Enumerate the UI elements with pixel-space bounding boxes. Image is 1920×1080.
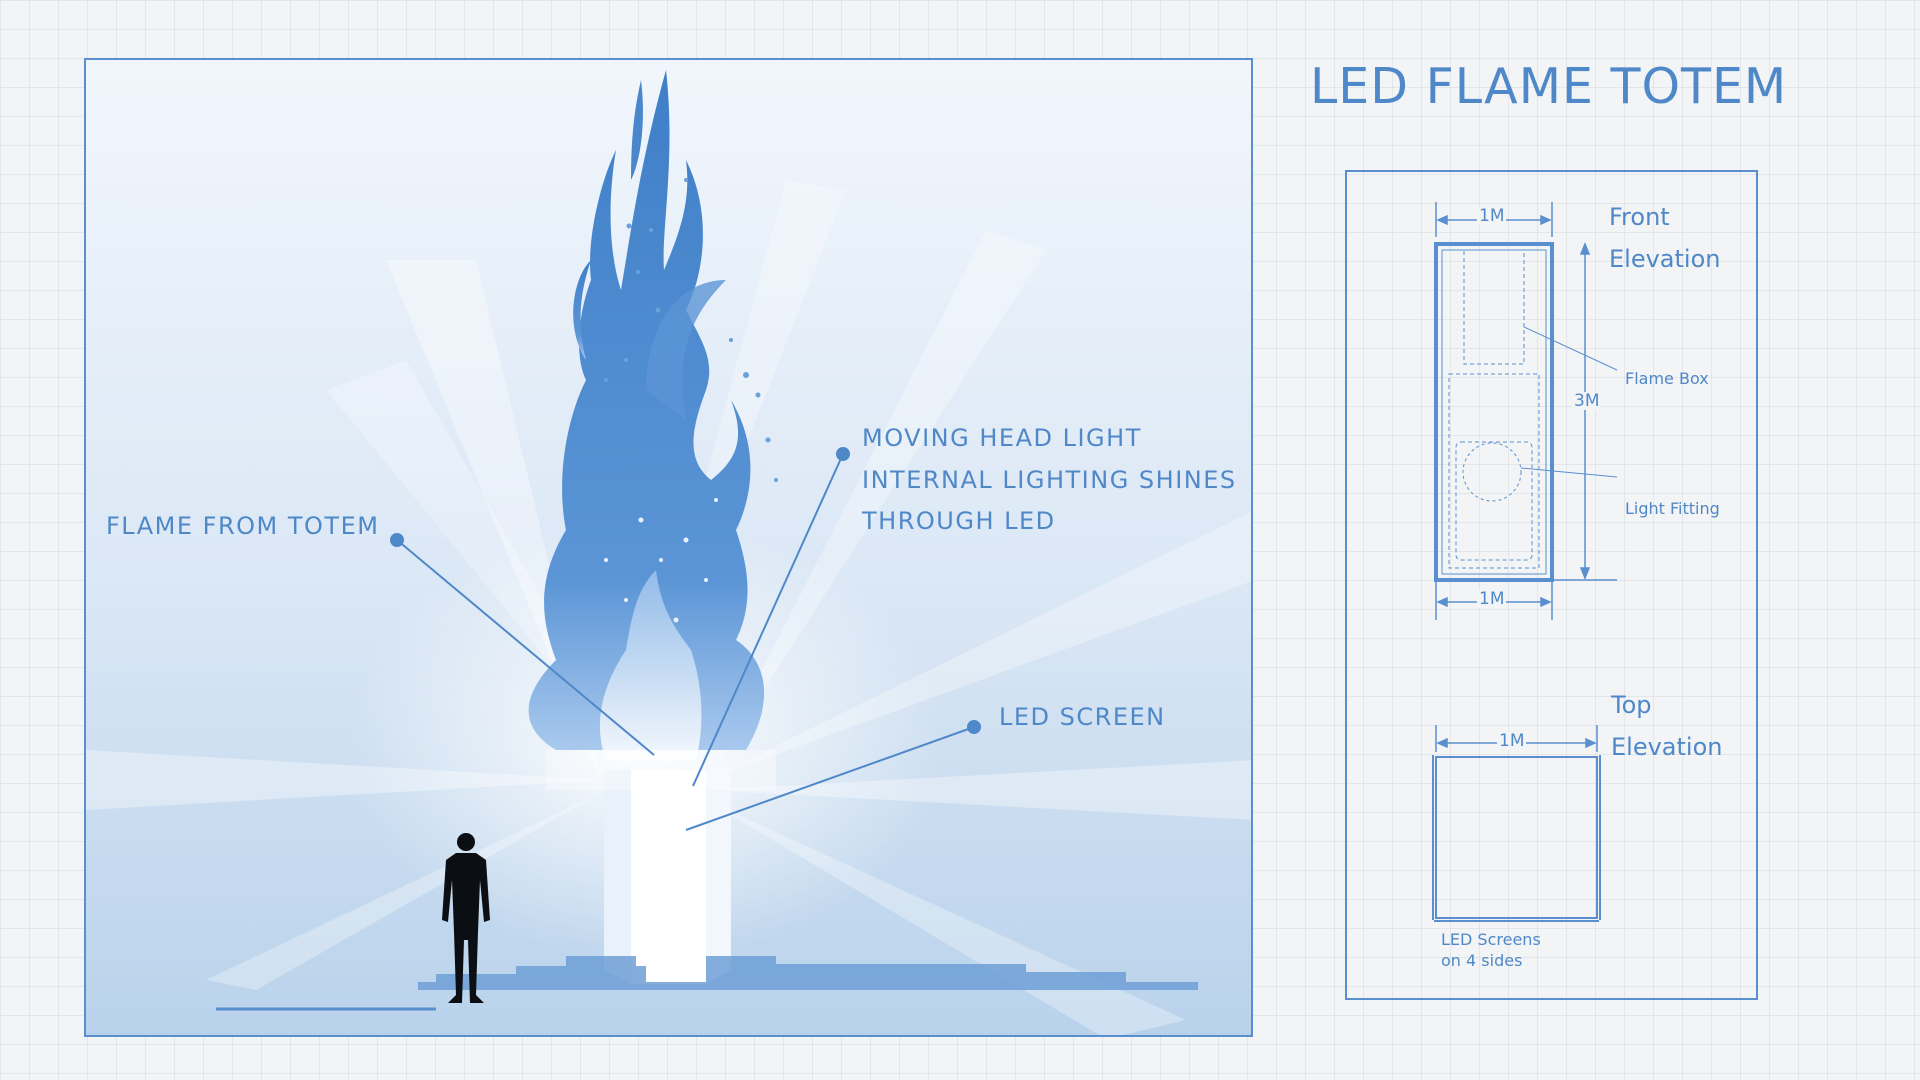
front-height-dimension bbox=[1552, 241, 1617, 581]
front-elevation-label-2: Elevation bbox=[1609, 245, 1721, 273]
front-height-label: 3M bbox=[1572, 391, 1602, 411]
human-silhouette bbox=[442, 833, 490, 1003]
front-width-bottom-label: 1M bbox=[1477, 589, 1507, 609]
callout-moving-head-light: MOVING HEAD LIGHT bbox=[862, 424, 1142, 452]
render-panel: FLAME FROM TOTEM MOVING HEAD LIGHT INTER… bbox=[84, 58, 1253, 1037]
top-elevation-label-1: Top bbox=[1611, 691, 1652, 719]
front-width-bottom-dimension bbox=[1435, 582, 1553, 620]
page-title: LED FLAME TOTEM bbox=[1310, 58, 1788, 115]
top-width-dimension bbox=[1435, 725, 1598, 752]
callout-led-screen: LED SCREEN bbox=[999, 703, 1166, 731]
callout-internal-lighting: INTERNAL LIGHTING SHINES bbox=[862, 466, 1237, 494]
callout-flame-from-totem: FLAME FROM TOTEM bbox=[106, 512, 380, 540]
stage-ground bbox=[418, 956, 1198, 990]
front-elevation-label-1: Front bbox=[1609, 203, 1670, 231]
front-elevation-totem bbox=[1434, 242, 1618, 582]
led-box bbox=[546, 750, 776, 984]
spec-panel: Front Elevation 1M 3M 1M Flame Box Light… bbox=[1345, 170, 1758, 1000]
led-screens-note-1: LED Screens bbox=[1441, 930, 1541, 949]
callout-through-led: THROUGH LED bbox=[862, 507, 1056, 535]
light-fitting-label: Light Fitting bbox=[1625, 499, 1720, 518]
callout-leaders bbox=[390, 447, 981, 831]
elevation-drawings bbox=[1432, 202, 1618, 922]
top-width-label: 1M bbox=[1497, 731, 1527, 751]
led-screens-note-2: on 4 sides bbox=[1441, 951, 1523, 970]
front-width-top-label: 1M bbox=[1477, 206, 1507, 226]
top-elevation-label-2: Elevation bbox=[1611, 733, 1723, 761]
flame-graphic bbox=[528, 70, 778, 760]
front-width-top-dimension bbox=[1435, 202, 1553, 237]
totem-render-art bbox=[86, 70, 1251, 1035]
flame-box-label: Flame Box bbox=[1625, 369, 1709, 388]
top-elevation-square bbox=[1432, 755, 1601, 922]
